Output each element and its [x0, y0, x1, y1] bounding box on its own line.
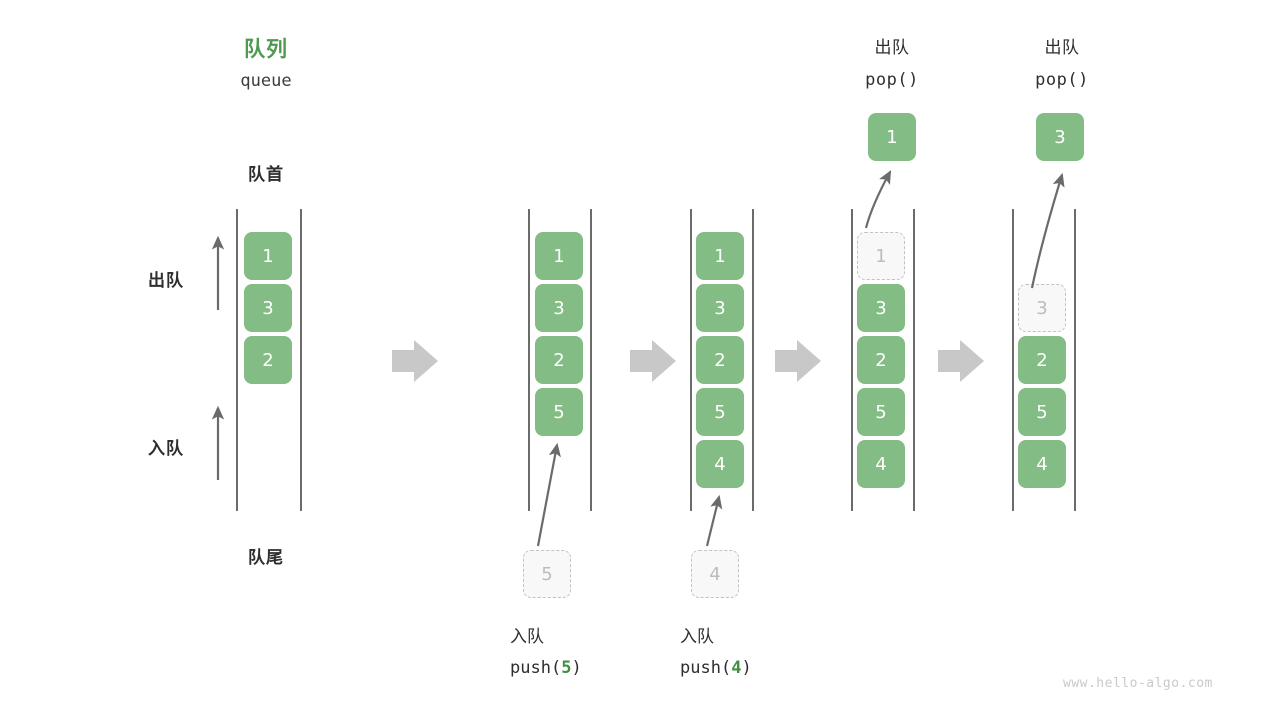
- queue-rail-right-3: [752, 209, 754, 511]
- incoming-cell: 5: [523, 550, 571, 598]
- queue-rail-left-1: [236, 209, 238, 511]
- queue-cell: 1: [244, 232, 292, 280]
- queue-cell: 2: [857, 336, 905, 384]
- queue-cell: 4: [857, 440, 905, 488]
- queue-cell: 3: [535, 284, 583, 332]
- pop-head-code: pop(): [1035, 70, 1089, 90]
- queue-rail-left-4: [851, 209, 853, 511]
- queue-cell: 5: [696, 388, 744, 436]
- queue-cell: 3: [857, 284, 905, 332]
- queue-cell: 4: [1018, 440, 1066, 488]
- queue-rail-right-1: [300, 209, 302, 511]
- step-caption-cn: 入队: [680, 627, 714, 647]
- caption-suffix: ): [571, 658, 582, 678]
- pop-arrow-1: [864, 170, 892, 229]
- popped-cell: 3: [1036, 113, 1084, 161]
- queue-rail-left-5: [1012, 209, 1014, 511]
- caption-prefix: push(: [510, 658, 562, 678]
- queue-cell: 5: [857, 388, 905, 436]
- caption-prefix: push(: [680, 658, 732, 678]
- queue-rail-right-2: [590, 209, 592, 511]
- caption-arg: 4: [731, 658, 742, 678]
- queue-cell: 5: [535, 388, 583, 436]
- queue-rail-right-5: [1074, 209, 1076, 511]
- step-arrow-2: [630, 340, 676, 382]
- queue-rail-right-4: [913, 209, 915, 511]
- step-arrow-3: [775, 340, 821, 382]
- queue-rail-left-2: [528, 209, 530, 511]
- queue-cell: 2: [1018, 336, 1066, 384]
- pop-head-cn: 出队: [1044, 38, 1080, 58]
- queue-cell-ghost: 1: [857, 232, 905, 280]
- queue-cell-ghost: 3: [1018, 284, 1066, 332]
- popped-cell: 1: [868, 113, 916, 161]
- push-arrow-5: [536, 442, 561, 547]
- front-label: 队首: [248, 165, 284, 185]
- step-caption-code: push(5): [510, 658, 690, 678]
- queue-cell: 1: [535, 232, 583, 280]
- incoming-cell: 4: [691, 550, 739, 598]
- queue-title-en: queue: [240, 71, 292, 91]
- queue-cell: 3: [244, 284, 292, 332]
- queue-cell: 2: [696, 336, 744, 384]
- step-arrow-1: [392, 340, 438, 382]
- push-arrow-4: [705, 494, 723, 547]
- enqueue-direction-label: 入队: [148, 439, 184, 459]
- queue-cell: 2: [535, 336, 583, 384]
- queue-cell: 2: [244, 336, 292, 384]
- pop-head-cn: 出队: [874, 38, 910, 58]
- step-arrow-4: [938, 340, 984, 382]
- queue-cell: 3: [696, 284, 744, 332]
- dequeue-direction-label: 出队: [148, 271, 184, 291]
- caption-suffix: ): [741, 658, 752, 678]
- queue-cell: 1: [696, 232, 744, 280]
- pop-head-code: pop(): [865, 70, 919, 90]
- queue-cell: 5: [1018, 388, 1066, 436]
- pop-arrow-3: [1030, 172, 1065, 289]
- rear-label: 队尾: [248, 548, 284, 568]
- watermark: www.hello-algo.com: [1063, 676, 1213, 691]
- queue-title-cn: 队列: [244, 37, 288, 61]
- step-caption-code: push(4): [680, 658, 860, 678]
- step-caption-cn: 入队: [510, 627, 544, 647]
- queue-rail-left-3: [690, 209, 692, 511]
- caption-arg: 5: [561, 658, 572, 678]
- queue-cell: 4: [696, 440, 744, 488]
